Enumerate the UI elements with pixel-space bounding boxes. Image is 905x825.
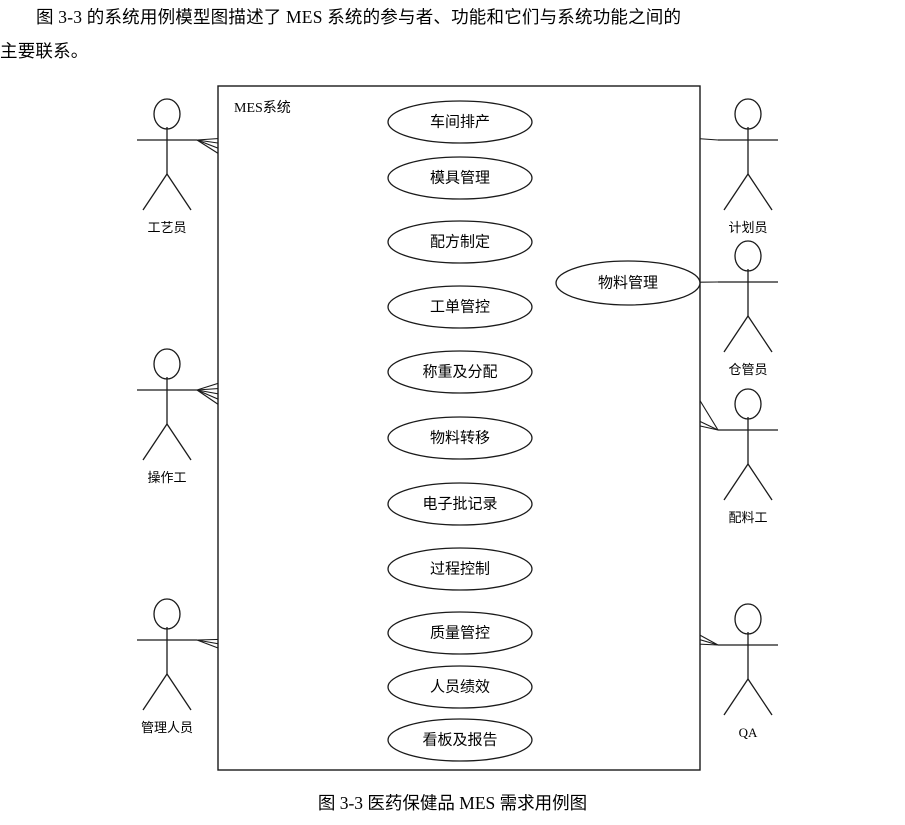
actor-leg-right-line — [747, 463, 773, 501]
actor-label: 计划员 — [728, 220, 767, 235]
actor-head-icon — [153, 348, 181, 380]
actor-label: 配料工 — [728, 510, 767, 525]
actor-leg-left-line — [142, 673, 168, 711]
use-case-uc_weighing[interactable]: 称重及分配 — [387, 350, 533, 394]
use-case-label: 过程控制 — [430, 560, 490, 577]
actor-head-icon — [153, 98, 181, 130]
use-case-label: 模具管理 — [430, 169, 490, 186]
use-case-label: 物料管理 — [598, 274, 658, 291]
use-case-uc_scheduling[interactable]: 车间排产 — [387, 100, 533, 144]
use-case-ellipse — [387, 285, 533, 329]
use-case-uc_workorder[interactable]: 工单管控 — [387, 285, 533, 329]
use-case-ellipse — [387, 100, 533, 144]
actor-leg-left-line — [142, 423, 168, 461]
use-case-label: 车间排产 — [430, 113, 490, 130]
system-boundary-label: MES系统 — [234, 100, 291, 116]
actor-label: 仓管员 — [728, 362, 767, 377]
use-case-ellipse — [387, 611, 533, 655]
actor-actor_manager[interactable]: 管理人员 — [137, 598, 197, 735]
use-case-uc_ebr[interactable]: 电子批记录 — [387, 482, 533, 526]
use-case-uc_material_mgmt[interactable]: 物料管理 — [555, 260, 701, 306]
use-case-ellipse — [387, 547, 533, 591]
use-case-uc_mold[interactable]: 模具管理 — [387, 156, 533, 200]
use-case-label: 人员绩效 — [430, 678, 490, 695]
actor-head-icon — [734, 388, 762, 420]
use-case-ellipse — [387, 416, 533, 460]
actor-actor_operator[interactable]: 操作工 — [137, 348, 197, 485]
actor-actor_process_engineer[interactable]: 工艺员 — [137, 98, 197, 235]
figure-caption: 图 3-3 医药保健品 MES 需求用例图 — [0, 790, 905, 816]
use-case-uc_performance[interactable]: 人员绩效 — [387, 665, 533, 709]
intro-line-1: 图 3-3 的系统用例模型图描述了 MES 系统的参与者、功能和它们与系统功能之… — [36, 7, 682, 27]
use-case-label: 质量管控 — [430, 624, 490, 641]
use-case-uc_transfer[interactable]: 物料转移 — [387, 416, 533, 460]
actor-leg-left-line — [723, 463, 749, 501]
use-case-label: 电子批记录 — [422, 495, 497, 512]
actor-leg-right-line — [166, 673, 192, 711]
actor-leg-left-line — [142, 173, 168, 211]
actor-leg-left-line — [723, 678, 749, 716]
use-case-diagram: MES系统 车间排产模具管理配方制定工单管控 物料管理称重及分配物料转移电子批记录… — [0, 70, 905, 785]
use-case-ellipse — [387, 350, 533, 394]
use-case-ellipse — [387, 718, 533, 762]
intro-paragraph: 图 3-3 的系统用例模型图描述了 MES 系统的参与者、功能和它们与系统功能之… — [0, 0, 905, 68]
use-case-uc_recipe[interactable]: 配方制定 — [387, 220, 533, 264]
use-case-ellipse — [387, 665, 533, 709]
use-case-label: 看板及报告 — [422, 730, 497, 748]
figure-caption-text: 图 3-3 医药保健品 MES 需求用例图 — [317, 793, 588, 813]
actor-leg-right-line — [747, 678, 773, 716]
use-case-label: 配方制定 — [430, 233, 490, 250]
actor-leg-right-line — [166, 423, 192, 461]
use-case-uc_process[interactable]: 过程控制 — [387, 547, 533, 591]
actor-leg-right-line — [747, 173, 773, 211]
use-case-ellipse — [387, 156, 533, 200]
use-case-ellipse — [387, 482, 533, 526]
use-case-ellipse — [555, 260, 701, 306]
actor-label: 工艺员 — [147, 220, 186, 235]
actor-head-icon — [734, 98, 762, 130]
use-case-label: 称重及分配 — [422, 363, 497, 380]
actor-label: QA — [739, 725, 758, 740]
actor-leg-right-line — [747, 315, 773, 353]
actor-head-icon — [734, 240, 762, 272]
use-case-uc_kanban[interactable]: 看板及报告 — [387, 718, 533, 762]
actor-label: 操作工 — [147, 470, 186, 485]
use-case-ellipse — [387, 220, 533, 264]
actor-actor_planner[interactable]: 计划员 — [718, 98, 778, 235]
intro-line-2: 主要联系。 — [0, 41, 89, 61]
use-case-label: 工单管控 — [430, 298, 490, 315]
actor-head-icon — [734, 603, 762, 635]
actor-leg-right-line — [166, 173, 192, 211]
actor-head-icon — [153, 598, 181, 630]
actor-leg-left-line — [723, 315, 749, 353]
actor-leg-left-line — [723, 173, 749, 211]
actor-actor_qa[interactable]: QA — [718, 603, 778, 740]
actor-label: 管理人员 — [141, 720, 193, 735]
actor-actor_warehouse[interactable]: 仓管员 — [718, 240, 778, 377]
use-case-label: 物料转移 — [430, 429, 490, 446]
actor-actor_batching[interactable]: 配料工 — [718, 388, 778, 525]
use-case-uc_quality[interactable]: 质量管控 — [387, 611, 533, 655]
